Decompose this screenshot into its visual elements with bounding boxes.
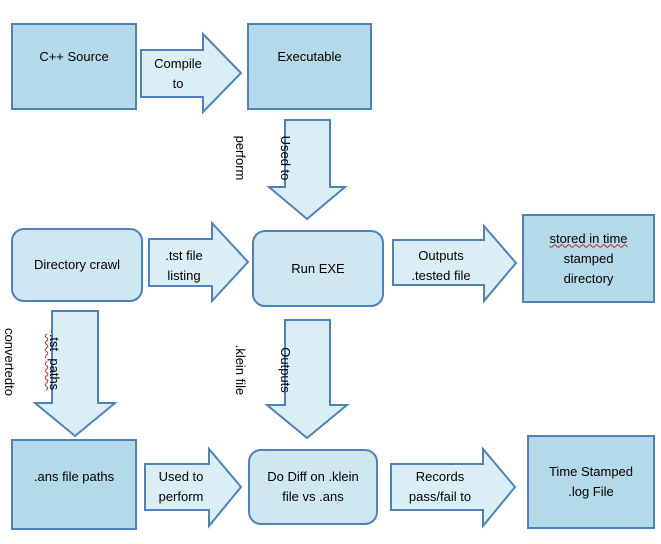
label-tst-paths-line2: convertedto	[2, 328, 17, 396]
node-do-diff: Do Diff on .klein file vs .ans	[248, 449, 378, 525]
node-log-file: Time Stamped .log File	[527, 435, 655, 529]
label-records-line2: pass/fail to	[408, 489, 472, 504]
arrow-outputs-tested	[392, 223, 518, 304]
label-tst-paths: .tst paths convertedto	[2, 317, 92, 407]
node-stored-directory: stored in time stamped directory	[522, 214, 655, 303]
label-tst-line1: .tst file	[165, 248, 203, 263]
label-tst-listing: .tst file listing	[150, 246, 218, 286]
node-executable: Executable	[247, 23, 372, 110]
node-executable-label: Executable	[277, 49, 342, 64]
label-records-line1: Records	[415, 469, 465, 484]
node-stored-line1: stored in time	[549, 230, 628, 246]
node-stored-line2: stamped	[563, 250, 614, 266]
label-compile-line1: Compile	[154, 56, 202, 71]
arrow-outputs-klein-down	[264, 319, 350, 440]
node-diff-line1: Do Diff on .klein	[267, 469, 359, 484]
label-outputs-tested-line1: Outputs	[418, 248, 464, 263]
node-diff-line2: file vs .ans	[282, 489, 344, 504]
label-used-to-perform-bottom: Used to perform	[146, 467, 216, 507]
label-compile-to: Compile to	[143, 54, 213, 94]
node-run-exe-label: Run EXE	[291, 260, 345, 276]
label-tst-paths-line1: .tst paths	[47, 333, 62, 391]
arrow-records	[390, 446, 517, 529]
node-cpp-source-label: C++ Source	[39, 49, 109, 64]
arrow-compile	[140, 31, 243, 115]
node-directory-crawl-label: Directory crawl	[34, 257, 120, 272]
arrow-tst-paths-down	[32, 310, 118, 438]
node-log-line1: Time Stamped	[548, 464, 634, 479]
label-outputs-tested-line2: .tested file	[411, 268, 471, 283]
label-used-to2-line2: perform	[158, 489, 204, 504]
label-outputs-klein: Outputs .klein file	[233, 325, 323, 415]
node-ans-paths: .ans file paths	[11, 439, 137, 530]
label-outputs-klein-line1: Outputs	[278, 347, 293, 393]
label-compile-line2: to	[172, 76, 184, 91]
label-tst-line2: listing	[167, 268, 201, 283]
node-directory-crawl: Directory crawl	[11, 228, 143, 302]
label-outputs-tested: Outputs .tested file	[397, 246, 485, 286]
arrow-used-to-perform-right	[144, 446, 243, 529]
label-used-to-perform-top: Used to perform	[233, 118, 323, 198]
label-outputs-klein-line2: .klein file	[233, 344, 248, 396]
node-log-line2: .log File	[568, 484, 614, 499]
label-used-perform-line2: perform	[233, 135, 248, 181]
node-run-exe: Run EXE	[252, 230, 384, 307]
node-stored-line3: directory	[563, 270, 614, 286]
label-records: Records pass/fail to	[396, 467, 484, 507]
node-cpp-source: C++ Source	[11, 23, 137, 110]
label-used-to2-line1: Used to	[158, 469, 204, 484]
arrow-used-to-perform-down	[266, 119, 348, 221]
label-used-perform-line1: Used to	[278, 135, 293, 181]
node-ans-paths-label: .ans file paths	[33, 469, 115, 484]
arrow-tst-listing	[148, 220, 250, 304]
